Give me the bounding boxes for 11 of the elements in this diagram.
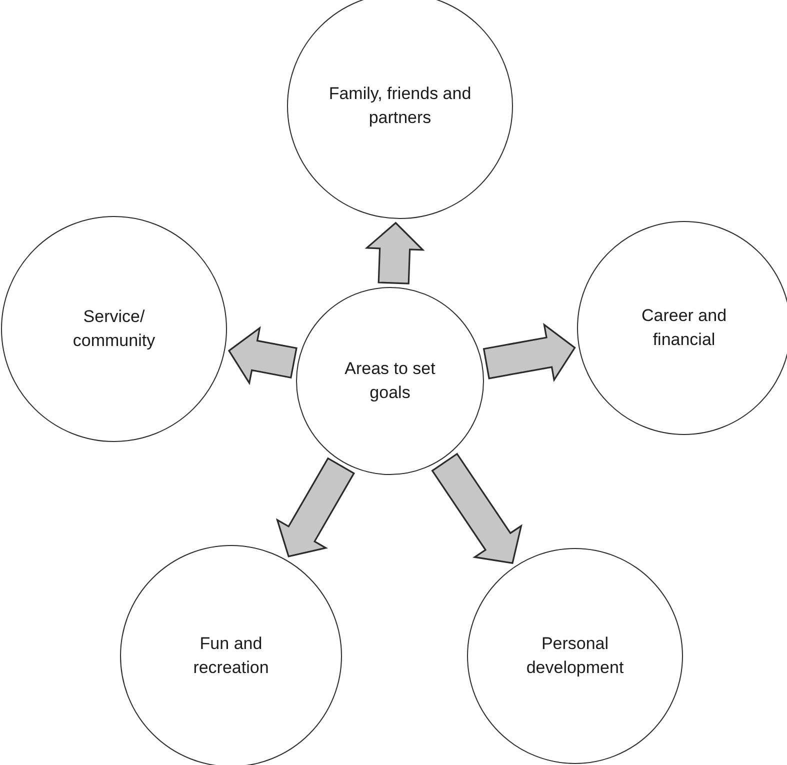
circle-label: Personal development bbox=[525, 633, 625, 679]
circle-label: Service/ community bbox=[72, 306, 156, 352]
block-arrow bbox=[431, 452, 522, 564]
block-arrow bbox=[276, 457, 355, 558]
block-arrow bbox=[482, 322, 576, 382]
circle-label: Career and financial bbox=[640, 305, 728, 351]
circle-label: Fun and recreation bbox=[192, 633, 270, 679]
block-arrow bbox=[364, 222, 425, 284]
circle-label: Areas to set goals bbox=[344, 358, 436, 404]
block-arrow bbox=[228, 326, 298, 386]
circle-label: Family, friends and partners bbox=[328, 83, 472, 129]
